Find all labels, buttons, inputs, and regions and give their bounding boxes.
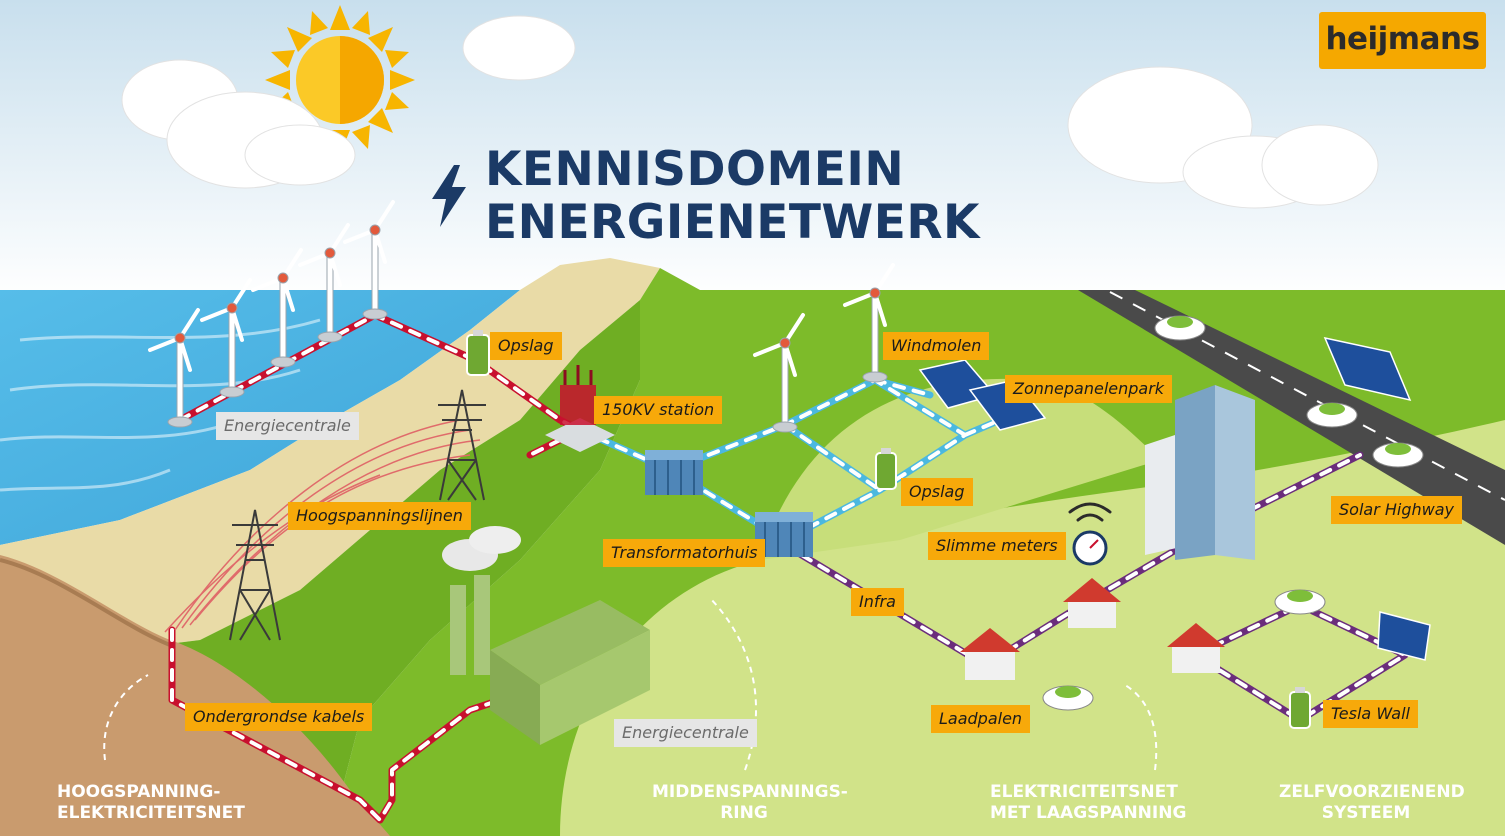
zone-line: MIDDENSPANNINGS- <box>652 782 848 802</box>
zone-line: ELEKTRICITEITSNET <box>990 782 1178 802</box>
title-line-2: ENERGIENETWERK <box>485 195 980 250</box>
wifi-icon <box>1068 502 1112 522</box>
label-zonnepanelenpark: Zonnepanelenpark <box>1005 375 1173 403</box>
road <box>1078 290 1505 545</box>
house-icon <box>960 578 1225 680</box>
zone-line: SYSTEEM <box>1321 803 1411 823</box>
lightning-bolt-icon <box>432 165 466 227</box>
page-title: KENNISDOMEIN ENERGIENETWERK <box>485 143 980 249</box>
brand-logo-text: heijmans <box>1325 21 1480 57</box>
medium-voltage-cable <box>576 376 1004 544</box>
label-opslag-top: Opslag <box>490 332 562 360</box>
solar-panel-icon <box>918 336 1431 661</box>
label-hoogspanningslijnen: Hoogspanningslijnen <box>288 502 471 530</box>
battery-icon <box>466 330 1311 729</box>
label-ondergrondse-kabels: Ondergrondse kabels <box>185 703 373 731</box>
brand-logo: heijmans <box>1319 12 1486 69</box>
pylon-icon <box>229 389 486 641</box>
label-solar-highway: Solar Highway <box>1331 496 1462 524</box>
zone-line: RING <box>720 803 768 823</box>
office-tower-icon <box>1145 385 1255 560</box>
zone-zelfvoorzienend: ZELFVOORZIENEND SYSTEEM <box>1279 782 1465 824</box>
label-windmolen: Windmolen <box>883 332 990 360</box>
sun-icon <box>265 5 415 155</box>
title-line-1: KENNISDOMEIN <box>485 142 905 197</box>
cloud-icon <box>121 15 1379 209</box>
factory-icon <box>442 526 650 745</box>
label-tesla-wall: Tesla Wall <box>1323 700 1418 728</box>
label-opslag-mid: Opslag <box>901 478 973 506</box>
wind-turbine-icon <box>148 200 895 433</box>
zone-hoogspanning: HOOGSPANNING- ELEKTRICITEITSNET <box>57 782 245 824</box>
overhead-power-lines <box>164 419 481 633</box>
light-grass-zone <box>560 420 1505 836</box>
zone-middenspanning: MIDDENSPANNINGS- RING <box>652 782 848 824</box>
label-energiecentrale-land: Energiecentrale <box>614 719 757 747</box>
zone-line: ELEKTRICITEITSNET <box>57 803 245 823</box>
label-150kv-station: 150KV station <box>594 396 723 424</box>
zone-line: HOOGSPANNING- <box>57 782 221 802</box>
transformer-station-icon <box>545 365 615 452</box>
label-infra: Infra <box>851 588 904 616</box>
zone-laagspanning: ELEKTRICITEITSNET MET LAAGSPANNING <box>990 782 1187 824</box>
car-icon <box>1042 315 1424 711</box>
label-energiecentrale-sea: Energiecentrale <box>216 412 359 440</box>
label-slimme-meters: Slimme meters <box>928 532 1066 560</box>
zone-line: MET LAAGSPANNING <box>990 803 1187 823</box>
label-laadpalen: Laadpalen <box>931 705 1031 733</box>
smart-meter-icon <box>1072 530 1108 566</box>
zone-line: ZELFVOORZIENEND <box>1279 782 1465 802</box>
label-transformatorhuis: Transformatorhuis <box>603 539 766 567</box>
